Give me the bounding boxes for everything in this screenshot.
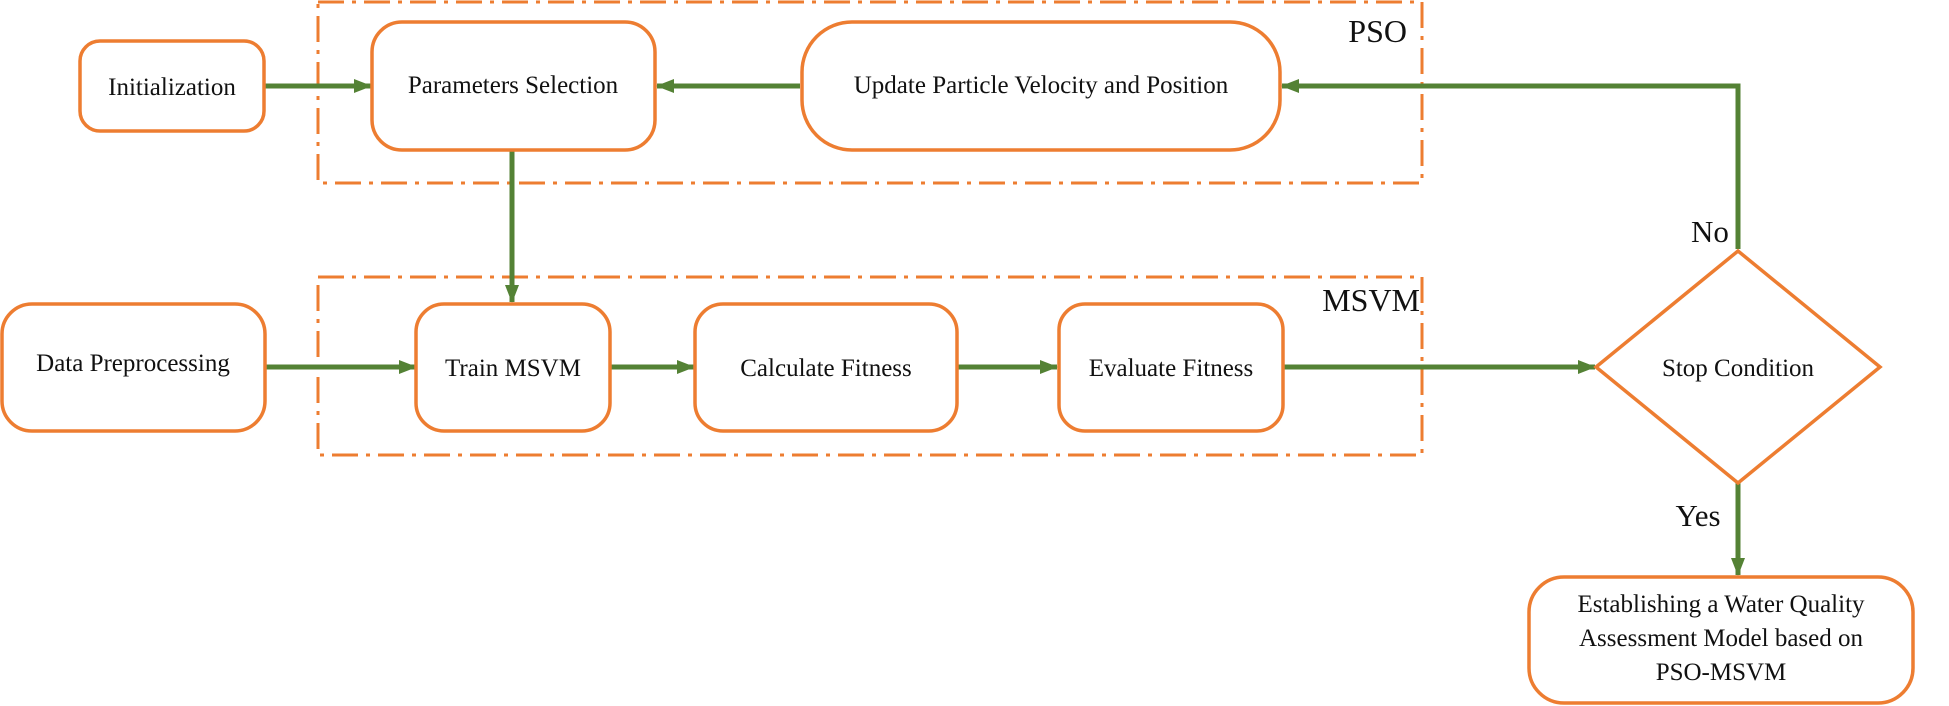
node-update-velocity-position	[800, 20, 1282, 152]
node-data-preprocessing	[0, 302, 267, 433]
node-parameters-selection-label: Parameters Selection	[408, 72, 619, 99]
node-update-velocity-position-label: Update Particle Velocity and Position	[854, 72, 1229, 99]
node-initialization-label: Initialization	[108, 74, 236, 101]
node-train-msvm	[414, 302, 612, 433]
node-evaluate-fitness-label: Evaluate Fitness	[1089, 355, 1254, 382]
node-parameters-selection	[370, 20, 657, 152]
node-calculate-fitness	[693, 302, 959, 433]
node-stop-condition-label: Stop Condition	[1662, 355, 1815, 382]
edge-label-yes: Yes	[1675, 498, 1720, 533]
node-stop-condition	[1593, 248, 1883, 486]
node-final-model-line-3: PSO-MSVM	[1656, 659, 1787, 686]
node-calculate-fitness-label: Calculate Fitness	[740, 355, 912, 382]
node-initialization	[78, 39, 266, 133]
msvm-group-label: MSVM	[1322, 282, 1420, 318]
node-train-msvm-label: Train MSVM	[445, 355, 581, 382]
node-evaluate-fitness	[1057, 302, 1285, 433]
node-final-model	[1527, 575, 1915, 705]
node-data-preprocessing-label: Data Preprocessing	[36, 350, 230, 377]
edge-stop-to-update-no	[1281, 79, 1741, 249]
edge-label-no: No	[1691, 214, 1729, 249]
node-final-model-line-2: Assessment Model based on	[1579, 625, 1863, 652]
pso-group	[316, 0, 1424, 185]
pso-group-label: PSO	[1348, 13, 1407, 49]
node-final-model-line-1: Establishing a Water Quality	[1577, 591, 1865, 618]
